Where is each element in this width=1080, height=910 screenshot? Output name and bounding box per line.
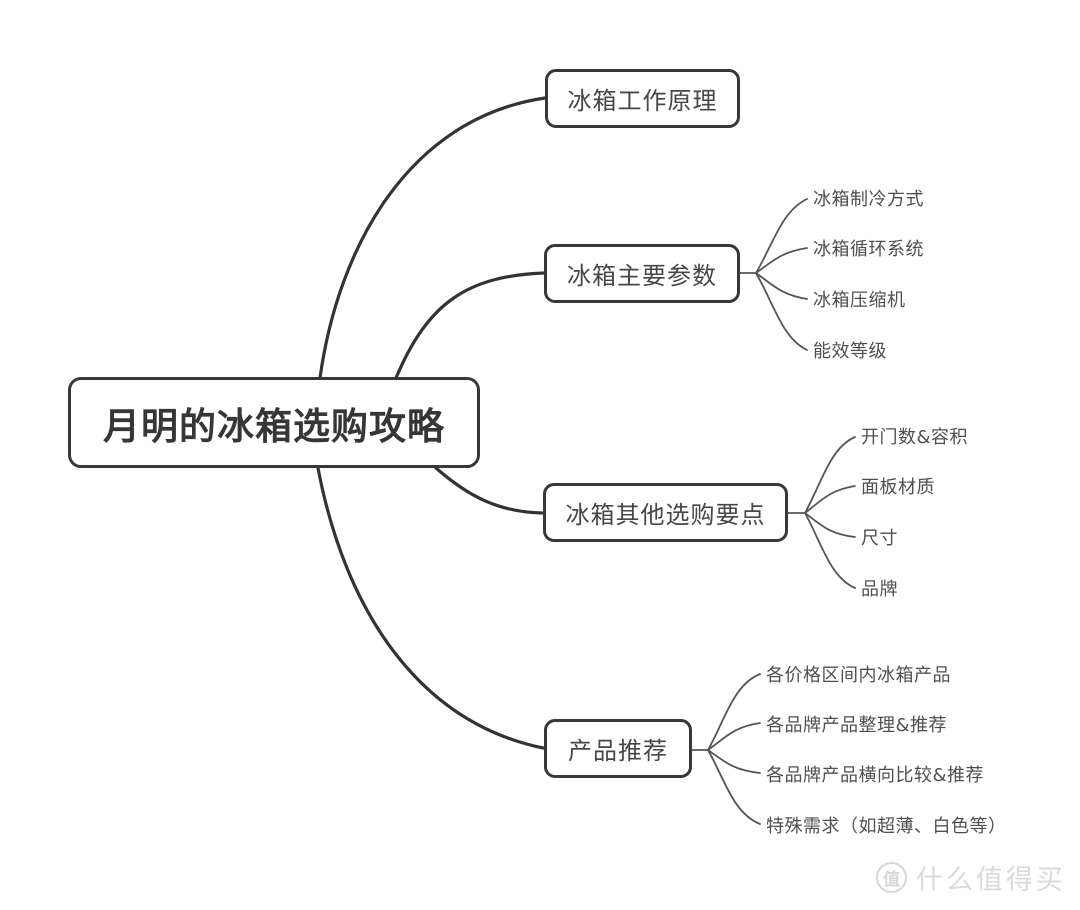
smzdm-logo-icon: 值 [876, 862, 907, 893]
curve-root-to-branch-0 [318, 96, 547, 380]
fan-branch-2-child-3 [804, 512, 856, 589]
leaf-special-needs[interactable]: 特殊需求（如超薄、白色等） [766, 816, 1007, 837]
fan-branch-3-child-0 [707, 673, 761, 751]
fan-branch-3-child-1 [707, 722, 761, 751]
leaf-cooling-method[interactable]: 冰箱制冷方式 [813, 189, 924, 210]
leaf-compressor[interactable]: 冰箱压缩机 [813, 290, 906, 311]
fan-branch-1-child-2 [755, 272, 808, 300]
branch-node-other-points[interactable]: 冰箱其他选购要点 [543, 483, 788, 542]
smzdm-watermark-text: 什么值得买 [916, 865, 1066, 896]
fan-branch-1-child-0 [755, 198, 808, 274]
leaf-circulation-system[interactable]: 冰箱循环系统 [813, 239, 924, 260]
leaf-brand-products-recommend[interactable]: 各品牌产品整理&推荐 [766, 715, 948, 736]
fan-branch-2-child-2 [804, 512, 856, 538]
branch-node-product-recommendation[interactable]: 产品推荐 [544, 719, 692, 778]
root-node[interactable]: 月明的冰箱选购攻略 [68, 377, 480, 468]
branch-node-working-principle[interactable]: 冰箱工作原理 [545, 69, 740, 128]
leaf-energy-rating[interactable]: 能效等级 [813, 341, 887, 362]
leaf-brand-comparison[interactable]: 各品牌产品横向比较&推荐 [766, 765, 985, 786]
fan-branch-3-child-2 [707, 749, 761, 774]
leaf-price-range-products[interactable]: 各价格区间内冰箱产品 [766, 665, 951, 686]
fan-branch-1-child-1 [755, 247, 808, 274]
fan-branch-2-child-0 [804, 436, 856, 514]
leaf-size[interactable]: 尺寸 [861, 528, 898, 549]
leaf-brand[interactable]: 品牌 [861, 579, 898, 600]
curve-root-to-branch-2 [434, 466, 544, 515]
fan-branch-2-child-1 [804, 485, 856, 514]
curve-root-to-branch-1 [394, 271, 546, 380]
leaf-doors-capacity[interactable]: 开门数&容积 [861, 427, 969, 448]
fan-branch-1-child-3 [755, 272, 808, 351]
leaf-panel-material[interactable]: 面板材质 [861, 477, 935, 498]
smzdm-watermark: 值 什么值得买 [876, 858, 1066, 897]
branch-node-main-parameters[interactable]: 冰箱主要参数 [544, 244, 740, 303]
fan-branch-3-child-3 [707, 749, 761, 825]
curve-root-to-branch-3 [316, 466, 545, 750]
